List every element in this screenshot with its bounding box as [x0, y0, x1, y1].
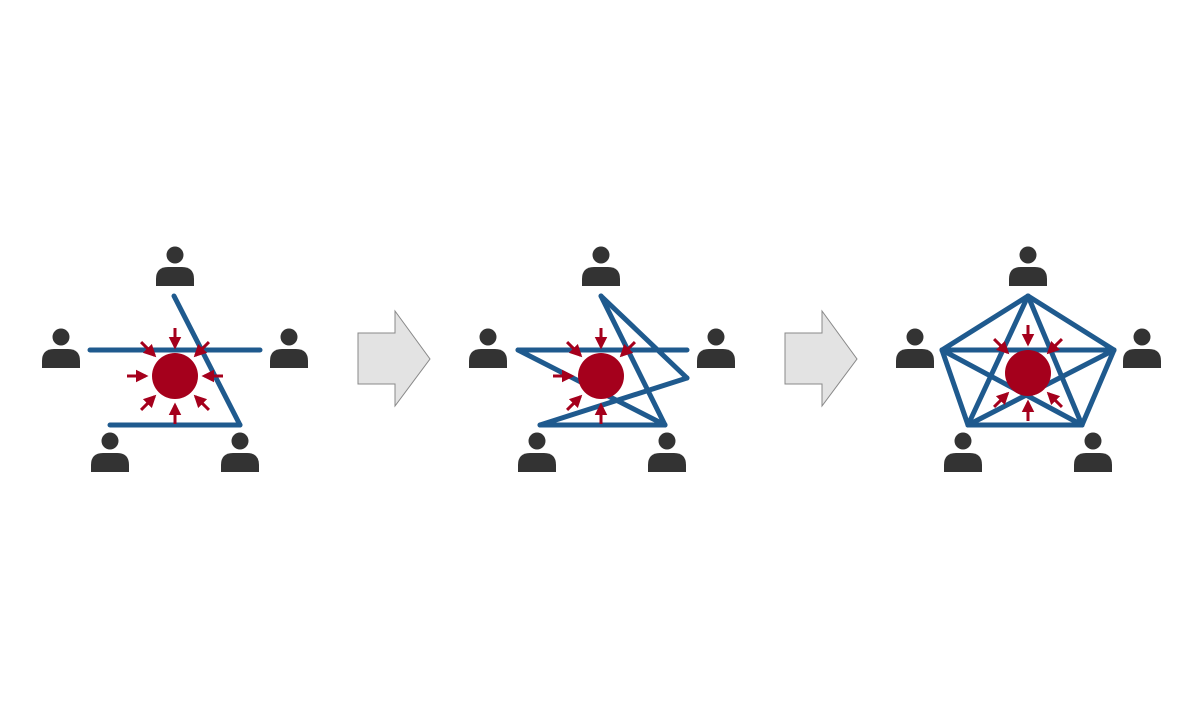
- connection-line: [598, 293, 690, 381]
- stage-1-people: [42, 246, 308, 472]
- inward-arrow: [565, 340, 583, 358]
- person-icon: [1074, 432, 1112, 472]
- connection-line: [939, 347, 971, 428]
- core-circle: [1005, 350, 1051, 396]
- connection-line: [965, 293, 1031, 428]
- stage-2-links: [515, 293, 690, 428]
- person-icon: [582, 246, 620, 286]
- inward-arrow: [565, 394, 583, 412]
- person-icon: [944, 432, 982, 472]
- inward-arrow: [619, 340, 637, 358]
- person-icon: [1123, 328, 1161, 368]
- stage-2-core: [553, 328, 637, 424]
- person-icon: [42, 328, 80, 368]
- inward-arrow: [193, 394, 211, 412]
- person-icon: [156, 246, 194, 286]
- stage-3-people: [896, 246, 1161, 472]
- person-icon: [1009, 246, 1047, 286]
- inward-arrow: [1046, 337, 1064, 355]
- person-icon: [697, 328, 735, 368]
- stage-1-core: [127, 328, 223, 424]
- inward-arrow: [193, 340, 211, 358]
- right-arrow-icon: [357, 309, 431, 408]
- right-arrow-icon: [784, 309, 858, 408]
- inward-arrow: [992, 337, 1010, 355]
- person-icon: [896, 328, 934, 368]
- person-icon: [221, 432, 259, 472]
- stage-2-group: [469, 246, 735, 472]
- person-icon: [469, 328, 507, 368]
- person-icon: [91, 432, 129, 472]
- stage-1-links: [87, 293, 263, 428]
- connection-line: [598, 293, 668, 428]
- inward-arrow: [1046, 391, 1064, 409]
- core-circle: [578, 353, 624, 399]
- stage-3-links: [939, 293, 1117, 428]
- connection-line: [1025, 293, 1085, 428]
- transition-arrow-1: [357, 309, 431, 408]
- stage-3-group: [896, 246, 1161, 472]
- core-circle: [152, 353, 198, 399]
- person-icon: [518, 432, 556, 472]
- inward-arrow: [992, 391, 1010, 409]
- connection-line: [171, 293, 243, 428]
- stage-3-core: [992, 325, 1064, 421]
- person-icon: [648, 432, 686, 472]
- person-icon: [270, 328, 308, 368]
- connection-line: [1025, 293, 1117, 353]
- inward-arrow: [139, 340, 157, 358]
- connection-line: [939, 293, 1031, 353]
- transition-arrow-2: [784, 309, 858, 408]
- stage-2-people: [469, 246, 735, 472]
- connection-line: [1079, 347, 1117, 428]
- inward-arrow: [139, 394, 157, 412]
- stage-1-group: [42, 246, 308, 472]
